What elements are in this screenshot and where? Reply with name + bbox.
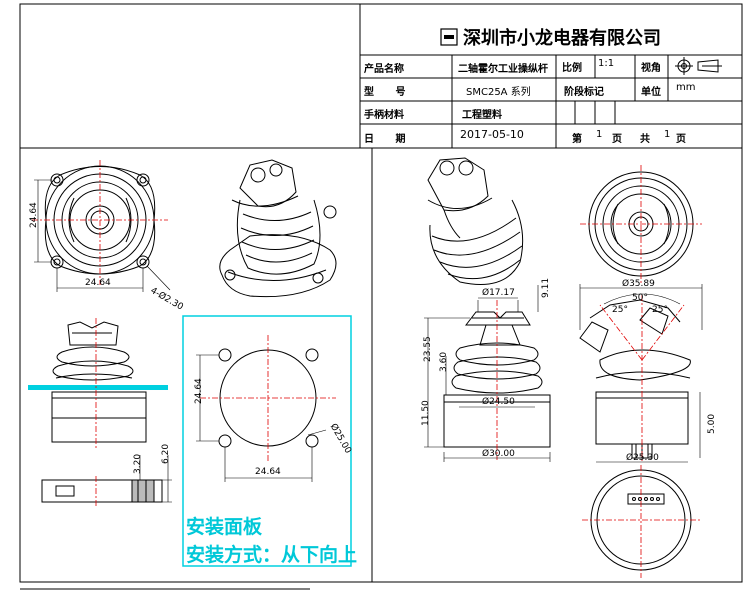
model-value: SMC25A 系列 <box>466 87 531 98</box>
total-label: 共 <box>640 134 650 145</box>
date-label: 日 期 <box>364 134 406 145</box>
dim-angle-total: 50° <box>632 293 648 303</box>
dim-total-h: 23.55 <box>423 336 433 362</box>
unit-value: mm <box>676 82 696 93</box>
dim-panel-width: 24.64 <box>255 467 281 477</box>
mounting-panel-box <box>182 315 352 567</box>
total-no: 1 <box>664 129 671 140</box>
view-label: 视角 <box>641 63 661 74</box>
dim-base-h1: 3.20 <box>133 454 143 474</box>
dim-boot-h: 3.60 <box>439 352 449 372</box>
side-view-left <box>41 321 163 503</box>
sheet-frame <box>19 3 743 590</box>
iso-view-right <box>427 157 524 285</box>
dim-base-h2: 6.20 <box>161 444 171 464</box>
stage-label: 阶段标记 <box>564 87 604 98</box>
dim-bottom-dia: Ø25.30 <box>626 452 659 463</box>
dim-panel-circle: Ø25.00 <box>328 422 354 456</box>
dim-cap-dia: Ø17.17 <box>482 287 515 298</box>
bottom-view-centerlines <box>582 465 700 578</box>
dim-flange-dia: Ø24.50 <box>482 396 515 407</box>
mount-panel-line <box>28 385 168 390</box>
dim-base-dia: Ø30.00 <box>482 448 515 459</box>
date-value: 2017-05-10 <box>460 128 524 141</box>
mounting-method: 安装方式：从下向上 <box>186 544 358 566</box>
dim-outer-dia: Ø35.89 <box>622 278 655 289</box>
dim-panel-height: 24.64 <box>194 378 204 404</box>
page-label: 页 <box>612 134 622 145</box>
tilt-view-centerline <box>599 295 685 462</box>
dim-angle-b: 25° <box>652 305 668 315</box>
mounting-panel-centerlines <box>200 335 336 462</box>
dim-pin-h: 5.00 <box>707 414 717 434</box>
dim-base-h: 11.50 <box>421 400 431 426</box>
total-page-label: 页 <box>676 134 686 145</box>
unit-label: 单位 <box>641 87 661 98</box>
dim-hole: 4-Ø2.30 <box>149 285 186 313</box>
mounting-panel-dims <box>196 354 327 482</box>
iso-view-left <box>219 159 337 298</box>
company-logo <box>440 28 458 46</box>
title-block-grid <box>359 4 742 148</box>
side-view-left-dims <box>134 455 172 503</box>
handle-material-label: 手柄材料 <box>364 110 404 121</box>
product-name: 二轴霍尔工业操纵杆 <box>458 64 548 75</box>
tilt-view-dims <box>579 284 703 463</box>
dim-top-height: 24.64 <box>29 202 39 228</box>
model-label: 型 号 <box>364 87 406 98</box>
company-name: 深圳市小龙电器有限公司 <box>463 28 661 49</box>
tilt-view <box>579 299 691 459</box>
projection-symbol-icon <box>675 57 722 75</box>
handle-material: 工程塑料 <box>462 110 502 121</box>
top-view-right-centerlines <box>580 165 702 284</box>
dimension-labels: 24.64 24.64 4-Ø2.30 24.64 24.64 Ø25.00 3… <box>29 202 717 477</box>
front-view-dims <box>424 285 551 462</box>
dim-angle-a: 25° <box>612 305 628 315</box>
ratio-value: 1:1 <box>598 58 615 69</box>
sheet-no: 1 <box>596 129 603 140</box>
top-view-dims <box>34 179 171 292</box>
ratio-label: 比例 <box>562 63 582 74</box>
dim-cap-h: 9.11 <box>541 278 551 298</box>
mounting-title: 安装面板 <box>186 516 263 538</box>
product-name-label: 产品名称 <box>364 64 404 75</box>
top-view-centerlines <box>32 160 168 285</box>
sheet-label: 第 <box>572 134 582 145</box>
dim-top-width: 24.64 <box>85 278 111 288</box>
